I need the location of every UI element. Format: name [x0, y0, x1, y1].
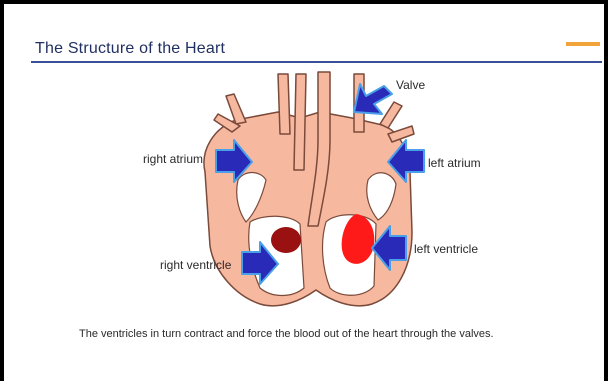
- label-right-ventricle: right ventricle: [160, 258, 231, 272]
- label-right-atrium: right atrium: [143, 152, 203, 166]
- label-left-ventricle: left ventricle: [414, 242, 478, 256]
- slide-caption: The ventricles in turn contract and forc…: [79, 328, 494, 340]
- valve-arrow: [354, 84, 392, 114]
- label-valve: Valve: [396, 78, 425, 92]
- aorta-left: [294, 74, 306, 170]
- right-ventricle-blood: [271, 227, 301, 253]
- vena-cava: [278, 74, 290, 134]
- label-left-atrium: left atrium: [428, 156, 481, 170]
- left-branch-upper: [380, 102, 402, 128]
